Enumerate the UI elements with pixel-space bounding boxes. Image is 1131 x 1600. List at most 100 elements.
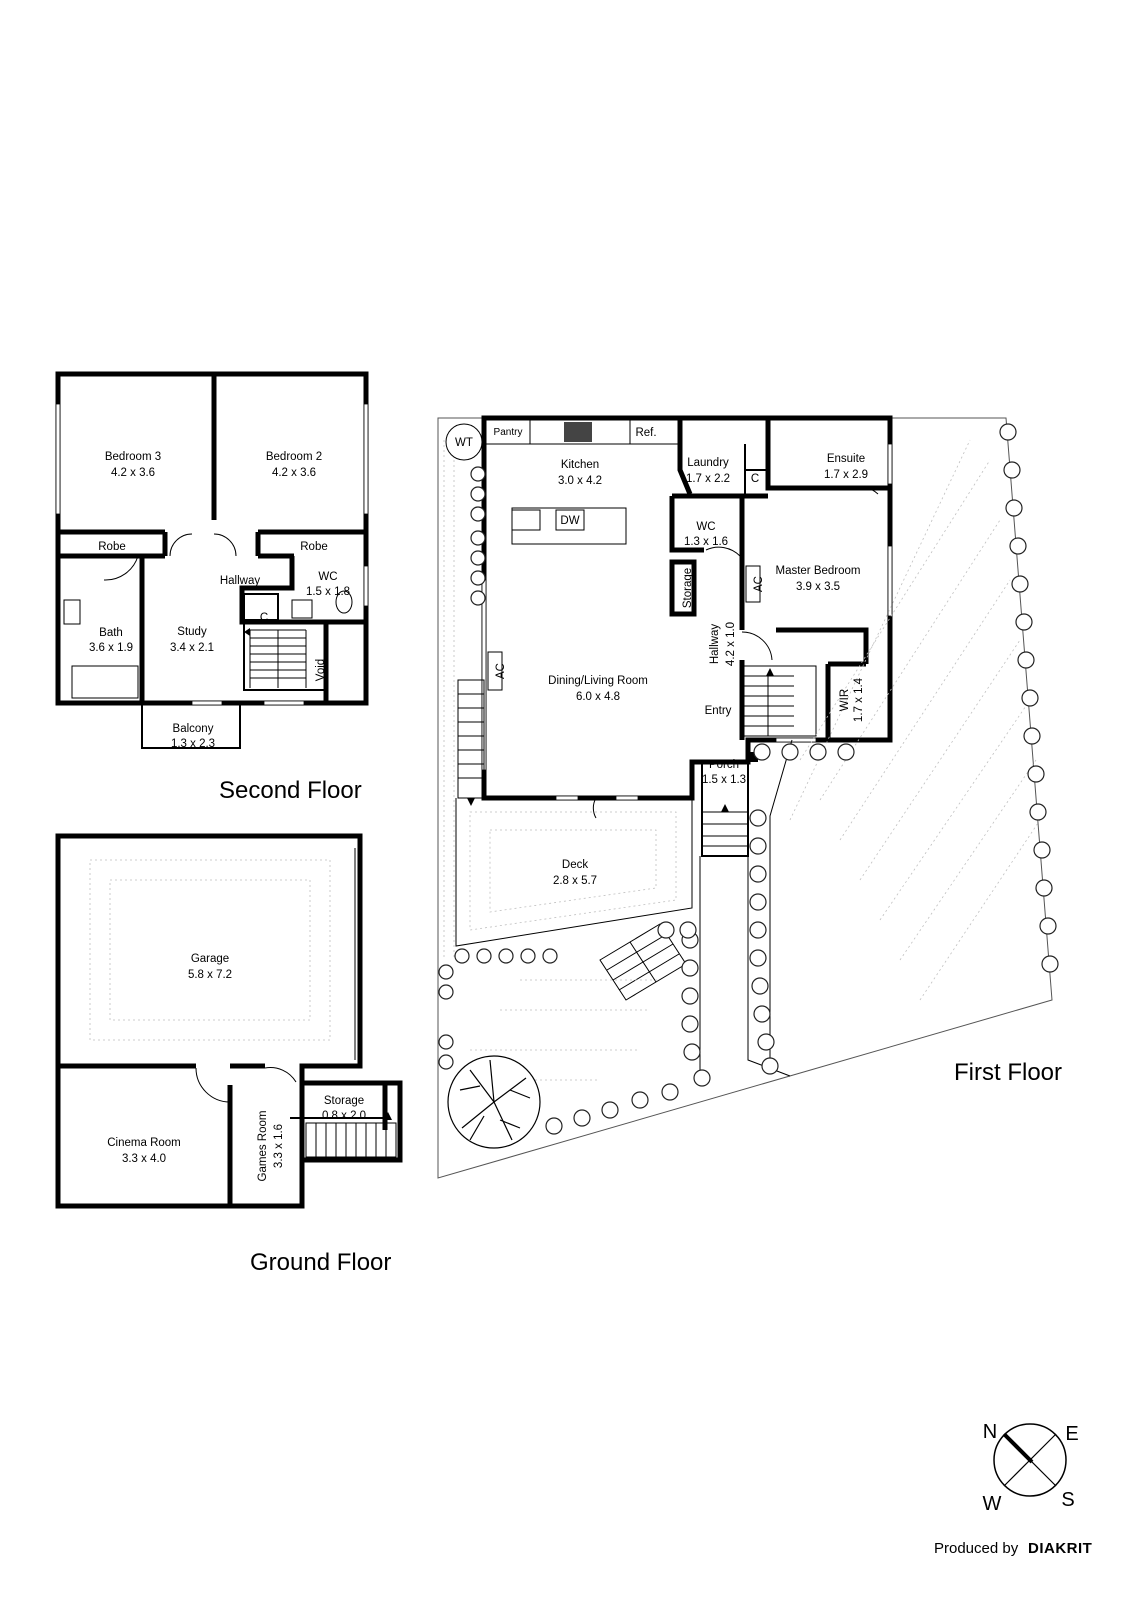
window <box>555 795 579 801</box>
ground-floor-outer-wall <box>55 833 363 1209</box>
bedroom2-door <box>213 533 237 557</box>
room-dims: 3.3 x 4.0 <box>122 1153 166 1165</box>
storage-wall <box>302 1080 403 1163</box>
compass-icon <box>993 1423 1067 1497</box>
room-name: Dining/Living Room <box>548 675 648 687</box>
ensuite-door <box>847 485 879 495</box>
first-floor-plan <box>437 415 1059 1179</box>
room-name: Pantry <box>494 427 523 438</box>
room-name: Robe <box>300 541 328 553</box>
deck-outline <box>455 762 693 947</box>
room-dims: 1.3 x 1.6 <box>684 536 728 548</box>
stair-box <box>243 622 324 691</box>
room-name: Ref. <box>635 427 656 439</box>
garden-stairs <box>599 923 687 1001</box>
second-floor-plan <box>55 371 369 749</box>
room-name: Kitchen <box>561 459 599 471</box>
room-name: Master Bedroom <box>775 565 860 577</box>
floor-title: Second Floor <box>219 777 362 804</box>
balcony-rail <box>141 703 241 749</box>
shrub-row <box>438 423 1059 1135</box>
room-name: Balcony <box>173 723 214 735</box>
wc-wall <box>669 496 704 553</box>
room-name: Deck <box>562 859 588 871</box>
compass-east: E <box>1065 1423 1078 1445</box>
window <box>887 545 893 617</box>
bath-door <box>103 555 139 581</box>
room-name: WC <box>318 571 337 583</box>
window <box>775 737 817 743</box>
room-dims: 4.2 x 1.0 <box>725 622 737 666</box>
room-name: WT <box>455 437 473 449</box>
window <box>615 795 639 801</box>
room-name: WC <box>696 521 715 533</box>
credit-prefix: Produced by <box>934 1540 1019 1557</box>
room-dims: 1.5 x 1.8 <box>306 586 350 598</box>
room-name: Porch <box>709 759 739 771</box>
window <box>363 565 369 607</box>
room-name: Study <box>177 626 207 638</box>
room-dims: 5.8 x 7.2 <box>188 969 232 981</box>
room-dims: 3.6 x 1.9 <box>89 642 133 654</box>
room-dims: 3.9 x 3.5 <box>796 581 840 593</box>
room-dims: 3.4 x 2.1 <box>170 642 214 654</box>
room-name: Ensuite <box>827 453 865 465</box>
room-name: Storage <box>682 568 694 608</box>
toilet <box>335 590 353 614</box>
master-bed-door <box>741 631 773 661</box>
deck-hatch <box>469 811 677 931</box>
first-floor-stairs <box>741 665 817 737</box>
closet-box <box>243 593 279 621</box>
room-name: Bedroom 2 <box>266 451 322 463</box>
ground-floor-plan <box>55 833 403 1209</box>
credit-brand: DIAKRIT <box>1028 1540 1092 1557</box>
pathway-edge <box>769 739 793 1070</box>
room-dims: 3.3 x 1.6 <box>273 1124 285 1168</box>
room-dims: 1.5 x 1.3 <box>702 774 746 786</box>
room-name: AC <box>753 576 765 592</box>
window <box>191 700 223 706</box>
room-name: Void <box>315 659 327 681</box>
garden-hatch <box>789 439 1041 1001</box>
room-dims: 1.7 x 2.2 <box>686 473 730 485</box>
window <box>263 700 305 706</box>
laundry-wall <box>677 418 693 495</box>
window <box>55 403 61 515</box>
cinema-door <box>195 1067 231 1103</box>
room-name: WIR <box>839 689 851 711</box>
wc-sink <box>291 599 313 619</box>
bedroom3-door <box>169 533 193 557</box>
room-name: Storage <box>324 1095 364 1107</box>
room-dims: 4.2 x 3.6 <box>272 467 316 479</box>
room-name: Cinema Room <box>107 1137 181 1149</box>
yard-hatch <box>470 979 660 1081</box>
room-name: Entry <box>705 705 732 717</box>
floor-title: First Floor <box>954 1059 1062 1086</box>
room-name: Laundry <box>687 457 729 469</box>
room-name: DW <box>560 515 579 527</box>
side-yard-hatch <box>443 440 455 960</box>
room-name: C <box>260 612 268 624</box>
compass-north: N <box>983 1421 997 1443</box>
garage-hatch <box>89 859 331 1041</box>
deck-door <box>592 797 597 819</box>
master-bed-bottom-wall <box>776 627 869 664</box>
water-tank-icon <box>445 423 483 461</box>
room-name: Games Room <box>257 1111 269 1182</box>
bathtub <box>71 665 139 699</box>
room-dims: 0.8 x 2.0 <box>322 1110 366 1122</box>
cooktop <box>564 422 592 442</box>
room-name: Hallway <box>709 624 721 665</box>
compass-west: W <box>983 1493 1002 1515</box>
room-name: Hallway <box>220 575 261 587</box>
vanity <box>63 599 81 625</box>
room-name: Bedroom 3 <box>105 451 161 463</box>
window <box>363 403 369 515</box>
tree-icon <box>447 1055 541 1149</box>
storage-box <box>669 559 697 617</box>
second-floor-stairs <box>244 628 307 688</box>
wc-door <box>705 546 741 557</box>
kitchen-sink <box>511 509 541 531</box>
ac-unit <box>745 565 761 603</box>
